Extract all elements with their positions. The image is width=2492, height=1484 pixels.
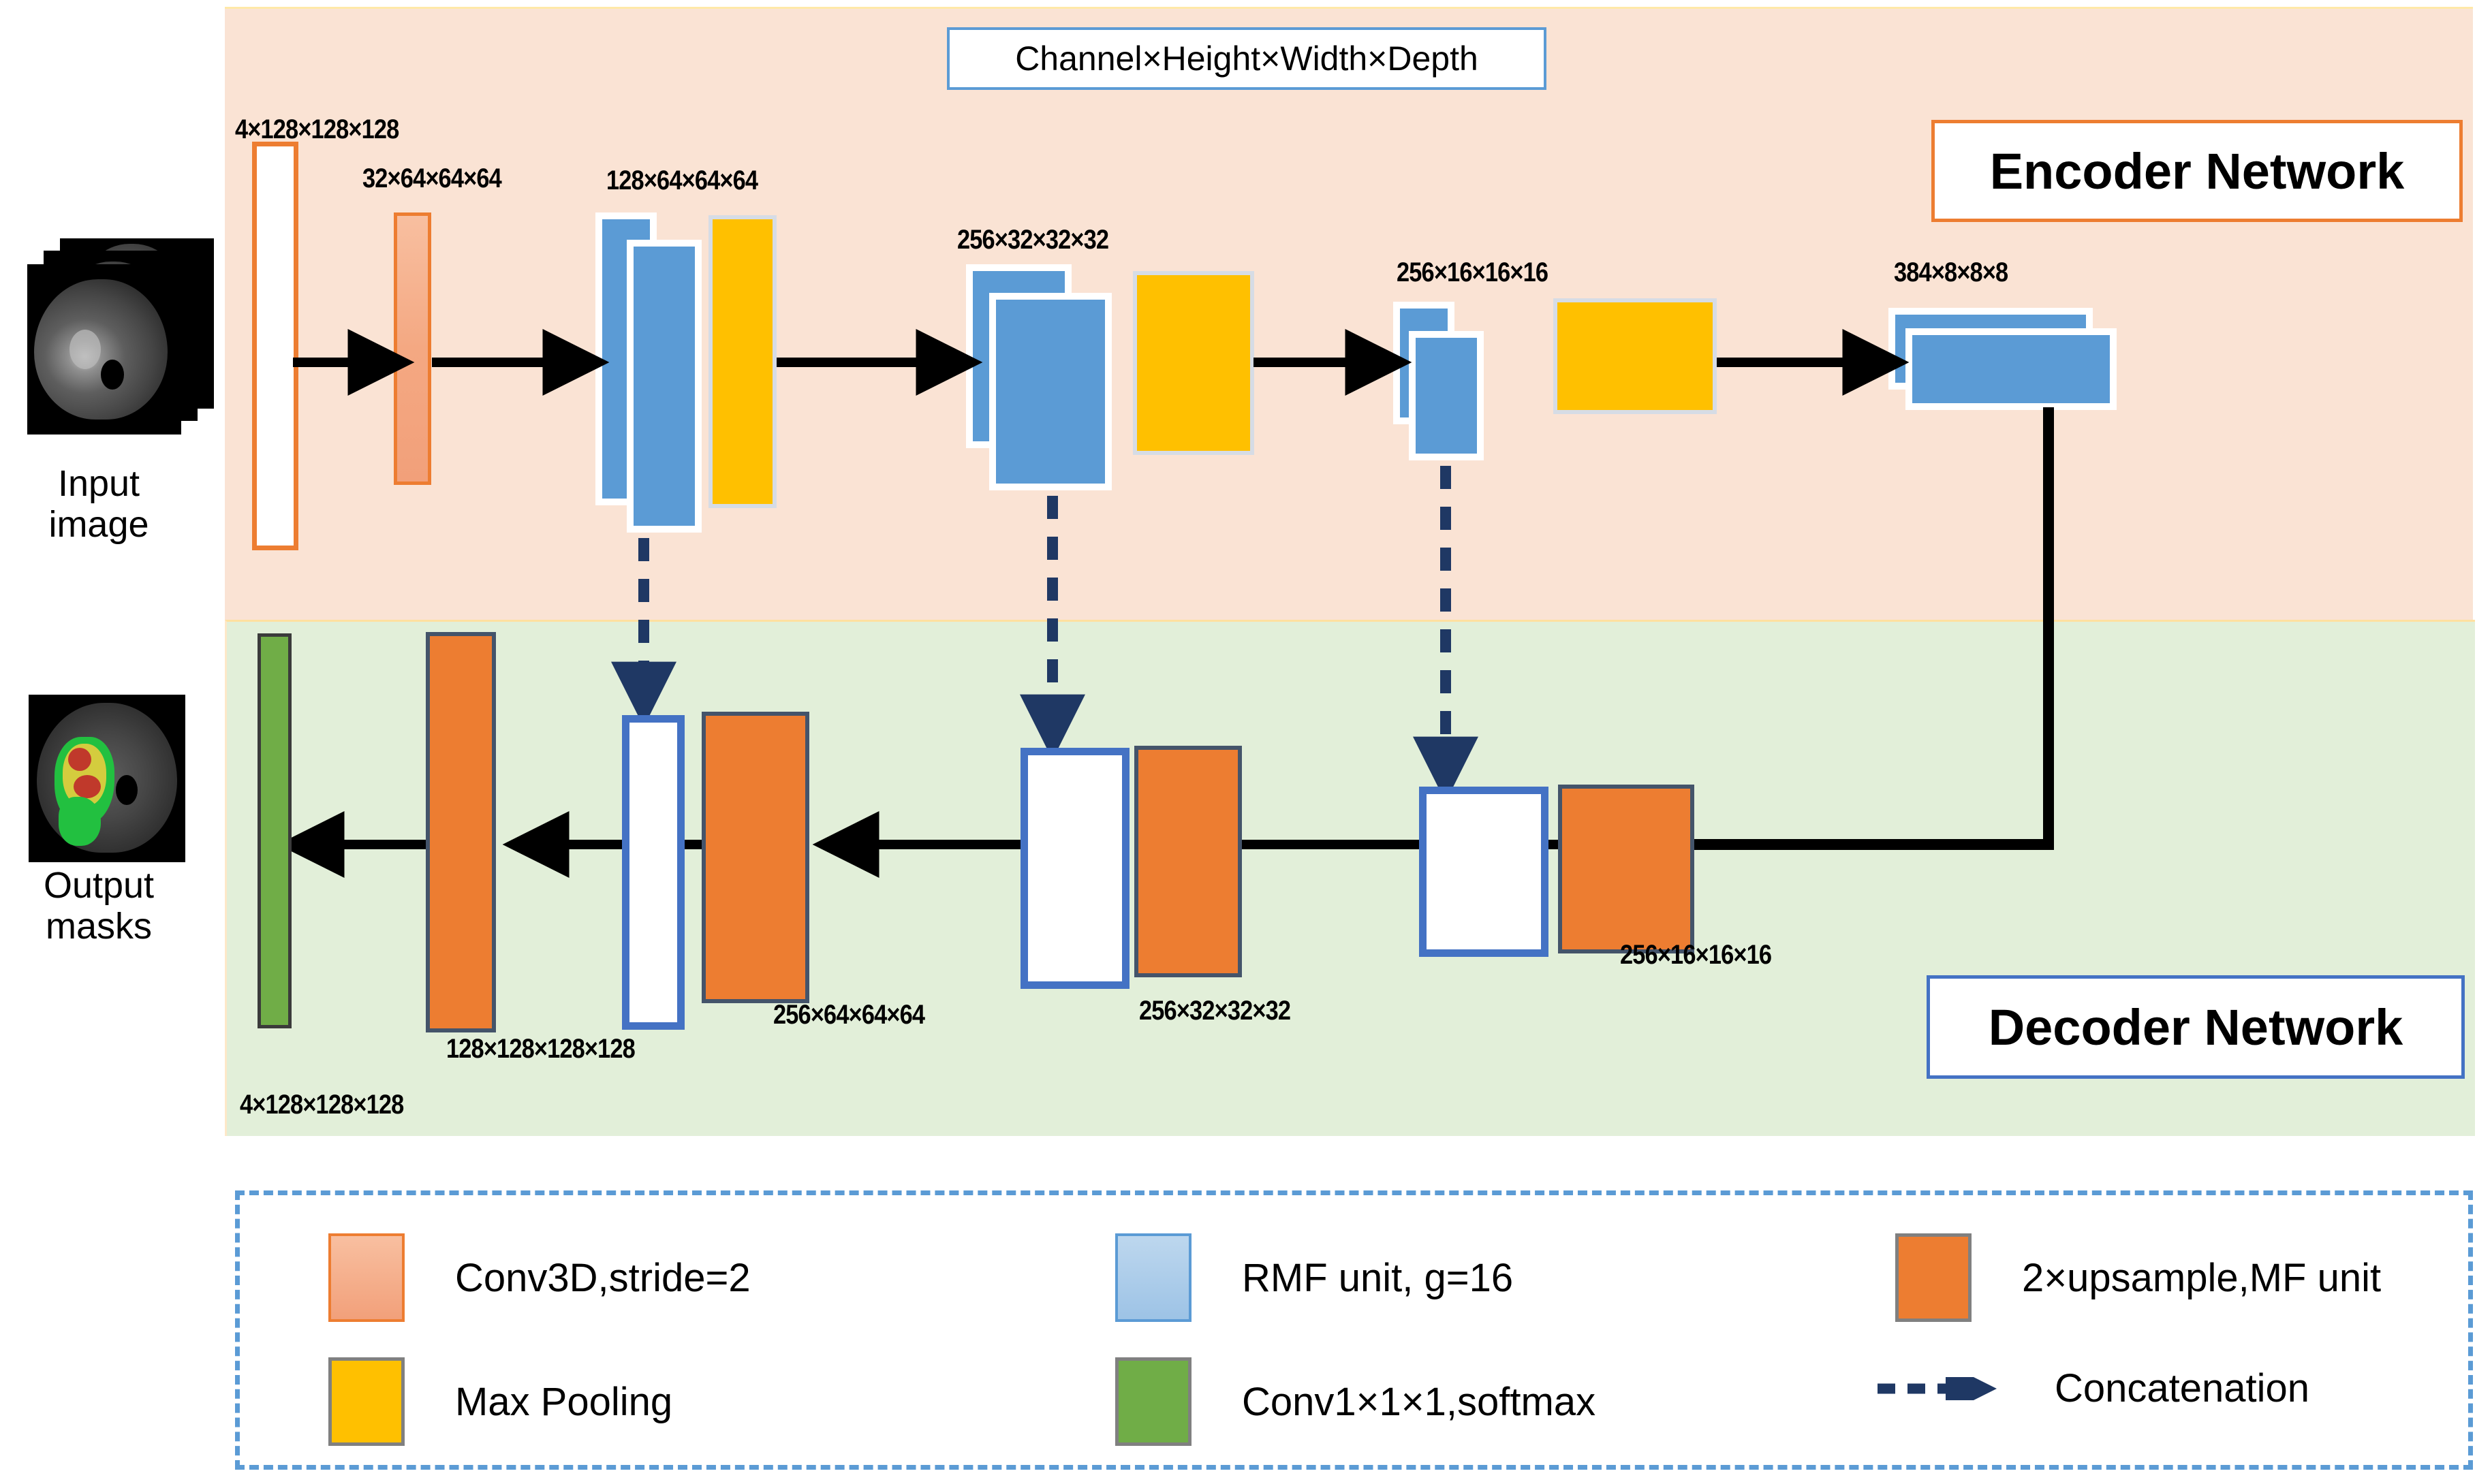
decoder-upsample-mf-3[interactable] [1134,746,1242,977]
decoder-upsample-mf-2[interactable] [702,712,809,1003]
decoder-concat-block-3[interactable] [1419,787,1548,957]
legend-item-rmf[interactable]: RMF unit, g=16 [1115,1233,1513,1322]
encoder-network-text: Encoder Network [1989,142,2405,200]
dim-label-dec2: 256×64×64×64 [773,1000,925,1030]
encoder-input-tensor[interactable] [252,142,298,550]
dim-label-dec0: 4×128×128×128 [240,1090,404,1120]
dim-label-dec1: 128×128×128×128 [446,1034,636,1064]
notation-box: Channel×Height×Width×Depth [947,27,1546,90]
decoder-upsample-mf-1[interactable] [426,632,496,1032]
dim-label-dec3: 256×32×32×32 [1139,996,1291,1026]
legend-label-concat: Concatenation [2055,1366,2310,1410]
notation-text: Channel×Height×Width×Depth [1015,40,1478,78]
legend-swatch-rmf [1115,1233,1192,1322]
output-slice [29,695,185,862]
encoder-rmf-unit-2b[interactable] [989,293,1112,490]
legend-label-rmf: RMF unit, g=16 [1242,1255,1514,1300]
output-mask-label: Output masks [43,865,155,947]
input-image-label: Input image [48,463,149,546]
decoder-conv1x1x1-softmax[interactable] [258,633,292,1028]
encoder-maxpool-3[interactable] [1553,298,1717,414]
legend-label-upsample: 2×upsample,MF unit [2022,1255,2382,1300]
encoder-rmf-unit-1b[interactable] [627,240,702,533]
legend-swatch-upsample [1895,1233,1972,1322]
legend-label-maxpool: Max Pooling [455,1379,673,1424]
dim-label-enc1: 32×64×64×64 [362,163,502,193]
legend-item-conv111[interactable]: Conv1×1×1,softmax [1115,1357,1595,1446]
encoder-maxpool-2[interactable] [1133,271,1254,455]
dim-label-enc3: 256×32×32×32 [957,225,1109,255]
dashed-arrow-icon [1878,1376,1997,1400]
legend-label-conv3d: Conv3D,stride=2 [455,1255,751,1300]
decoder-network-label: Decoder Network [1927,975,2465,1079]
encoder-bottleneck-rmf-b[interactable] [1905,328,2117,410]
decoder-concat-block-1[interactable] [622,715,685,1030]
encoder-maxpool-1[interactable] [708,215,777,508]
encoder-network-label: Encoder Network [1931,120,2463,222]
decoder-upsample-mf-4[interactable] [1558,785,1694,953]
dim-label-enc4: 256×16×16×16 [1397,257,1548,287]
decoder-network-text: Decoder Network [1988,998,2403,1056]
output-mask-image [14,695,218,919]
legend-swatch-conv3d [328,1233,405,1322]
legend-swatch-conv111 [1115,1357,1192,1446]
encoder-conv3d-stride2[interactable] [394,212,431,485]
dim-label-enc2: 128×64×64×64 [606,165,758,195]
legend-swatch-maxpool [328,1357,405,1446]
input-image-stack [14,238,218,449]
legend-label-conv111: Conv1×1×1,softmax [1242,1379,1596,1424]
decoder-concat-block-2[interactable] [1021,748,1130,989]
legend-item-upsample[interactable]: 2×upsample,MF unit [1895,1233,2381,1322]
dim-label-enc0: 4×128×128×128 [235,114,399,144]
dim-label-dec4: 256×16×16×16 [1620,940,1772,970]
encoder-rmf-unit-3b[interactable] [1409,331,1484,460]
encoder-region-background [225,7,2473,622]
legend-box: Conv3D,stride=2 RMF unit, g=16 2×upsampl… [235,1190,2473,1470]
input-slice-1 [27,264,181,435]
dim-label-enc5: 384×8×8×8 [1894,257,2008,287]
legend-item-concat[interactable]: Concatenation [1875,1365,2309,1411]
legend-item-maxpool[interactable]: Max Pooling [328,1357,672,1446]
legend-item-conv3d[interactable]: Conv3D,stride=2 [328,1233,751,1322]
